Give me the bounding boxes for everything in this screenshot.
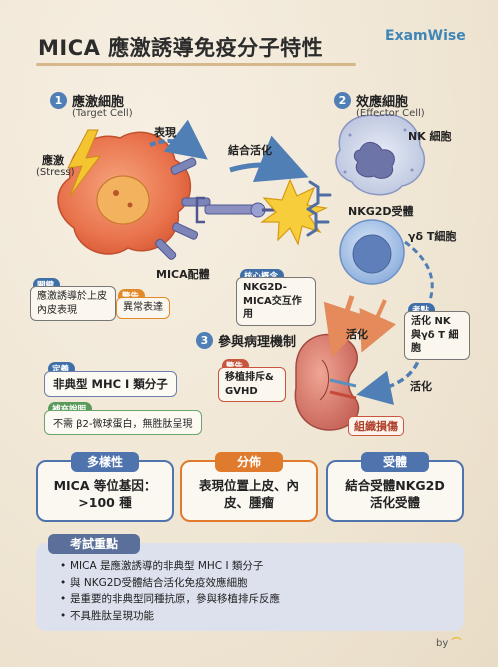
- binding-activation-label: 結合活化: [228, 144, 272, 157]
- nk-cell: [335, 113, 425, 196]
- exam-panel: MICA 是應激誘導的非典型 MHC I 類分子 與 NKG2D受體結合活化免疫…: [36, 543, 464, 631]
- byline-text: by: [436, 638, 449, 649]
- stress-bolt-icon: [67, 129, 102, 197]
- express-label: 表現: [154, 126, 176, 139]
- activation-arrow-2: [359, 299, 397, 353]
- stress-en-label: (Stress): [36, 167, 75, 178]
- exam-list: MICA 是應激誘導的非典型 MHC I 類分子 與 NKG2D受體結合活化免疫…: [60, 558, 280, 624]
- supplement-text: 不需 β2-微球蛋白，無胜肽呈現: [44, 410, 202, 435]
- tissue-damage-label: 組織損傷: [348, 416, 404, 436]
- card-diversity-body: MICA 等位基因：>100 種: [53, 478, 157, 510]
- section-1-number: 1: [50, 92, 67, 109]
- activation-burst-icon: [260, 178, 329, 246]
- section-2-title: 效應細胞: [356, 95, 409, 110]
- kidney-organ: [294, 333, 360, 431]
- exam-title: 考試重點: [48, 534, 140, 554]
- gamma-delta-t-cell: [339, 219, 405, 285]
- loop-arrow: [404, 240, 434, 301]
- brand-logo: ExamWise: [385, 28, 466, 44]
- key-note-text: 應激誘導於上皮內皮表現: [30, 286, 116, 321]
- mica-ligand-icon: [155, 157, 211, 260]
- nk-cell-label: NK 細胞: [408, 130, 452, 143]
- banana-icon: ⌒: [451, 638, 462, 649]
- section-2-number: 2: [334, 92, 351, 109]
- title-underline: [36, 63, 356, 66]
- card-diversity-title: 多樣性: [71, 452, 139, 472]
- nkg2d-receptor-label: NKG2D受體: [348, 205, 414, 218]
- page-title: MICA 應激誘導免疫分子特性: [38, 36, 324, 60]
- nkg2d-receptor-icon: [306, 180, 332, 237]
- activation-arrow-3: [356, 329, 424, 406]
- section-1-title: 應激細胞: [72, 95, 125, 110]
- express-arrow: [149, 119, 208, 160]
- activate-label-2: 活化: [410, 380, 432, 393]
- card-distribution-title: 分佈: [215, 452, 283, 472]
- stress-label: 應激: [42, 154, 64, 167]
- section-1-subtitle: (Target Cell): [72, 108, 133, 119]
- binding-complex-icon: [195, 196, 282, 224]
- section-2-subtitle: (Effector Cell): [356, 108, 425, 119]
- core-note-text: NKG2D-MICA交互作用: [236, 277, 316, 326]
- exam-item: 不具胜肽呈現功能: [60, 608, 280, 625]
- activation-arrow-1: [323, 295, 372, 357]
- section-3-title: 參與病理機制: [218, 335, 297, 350]
- mica-ligand-label: MICA配體: [156, 268, 210, 281]
- gd-t-cell-label: γδ T細胞: [408, 230, 457, 243]
- card-distribution-body: 表現位置上皮、內皮、腫瘤: [198, 478, 299, 510]
- byline: by ⌒: [436, 634, 461, 649]
- card-receptor-title: 受體: [361, 452, 429, 472]
- card-receptor-body: 結合受體NKG2D 活化受體: [345, 478, 445, 510]
- definition-text: 非典型 MHC I 類分子: [44, 371, 177, 397]
- warning2-note-text: 移植排斥& GVHD: [218, 367, 286, 402]
- section-3-number: 3: [196, 332, 213, 349]
- warning1-note-text: 異常表達: [116, 297, 170, 319]
- card-receptor: 受體 結合受體NKG2D 活化受體: [326, 452, 464, 522]
- exam-item: MICA 是應激誘導的非典型 MHC I 類分子: [60, 558, 280, 575]
- binding-arrow: [229, 135, 309, 183]
- card-distribution: 分佈 表現位置上皮、內皮、腫瘤: [180, 452, 318, 522]
- exam-item: 是重要的非典型同種抗原，參與移植排斥反應: [60, 591, 280, 608]
- exam-point-note-text: 活化 NK 與γδ T 細胞: [404, 311, 470, 360]
- activate-label-1: 活化: [346, 328, 368, 341]
- card-diversity: 多樣性 MICA 等位基因：>100 種: [36, 452, 174, 522]
- exam-item: 與 NKG2D受體結合活化免疫效應細胞: [60, 575, 280, 592]
